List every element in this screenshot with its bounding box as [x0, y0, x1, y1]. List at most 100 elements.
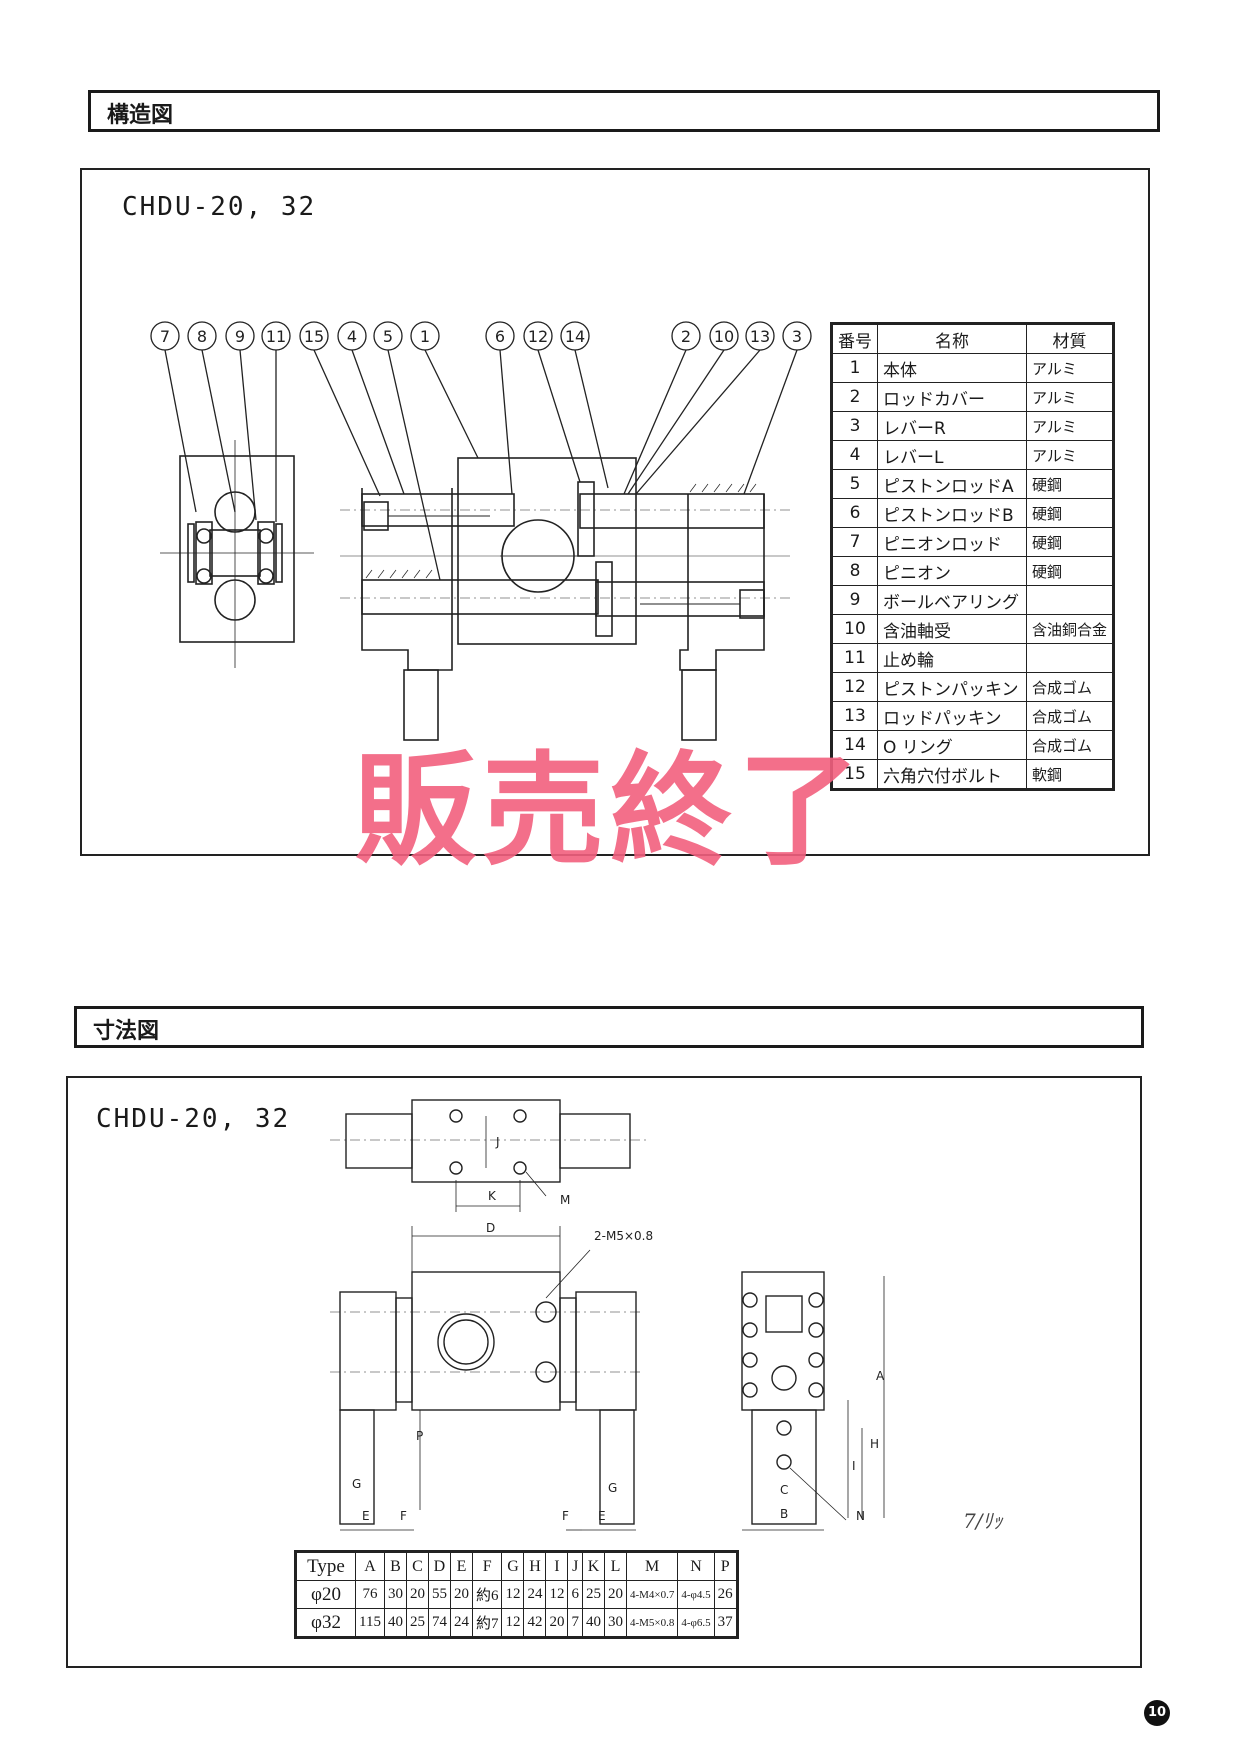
part-material	[1025, 643, 1115, 673]
part-name: レバーL	[877, 440, 1027, 470]
callout-number: 3	[792, 327, 802, 346]
part-no: 10	[831, 614, 878, 644]
part-material: 硬鋼	[1025, 527, 1115, 557]
part-name: O リング	[877, 730, 1027, 760]
dimensions-panel	[66, 1076, 1142, 1668]
part-material: 合成ゴム	[1025, 701, 1115, 731]
dim-label-G-left: G	[352, 1477, 361, 1491]
dim-label-G-right: G	[608, 1481, 617, 1495]
callout-balloon	[261, 321, 291, 351]
structure-section-title: 構造図	[107, 103, 174, 128]
part-name: ロッドパッキン	[877, 701, 1027, 731]
dim-cell: 30	[383, 1580, 407, 1609]
dim-label-E-right: E	[598, 1509, 606, 1523]
dim-cell: 4-M5×0.8	[625, 1608, 679, 1638]
page-number: 10	[1144, 1700, 1170, 1726]
callout-balloon	[150, 321, 180, 351]
callout-balloon	[671, 321, 701, 351]
dim-cell: 42	[523, 1608, 547, 1638]
dim-cell: 25	[581, 1580, 605, 1609]
callout-leader-line	[424, 349, 479, 459]
dimensions-section-header: 寸法図	[74, 1006, 1144, 1048]
callout-leader-line	[201, 349, 236, 513]
dim-cell: 約7	[471, 1608, 503, 1638]
tap-label: 2-M5×0.8	[594, 1229, 653, 1243]
dim-label-K: K	[488, 1189, 497, 1203]
part-material: 合成ゴム	[1025, 672, 1115, 702]
dim-cell: 40	[383, 1608, 407, 1638]
part-name: ピニオンロッド	[877, 527, 1027, 557]
front-section-drawing	[340, 457, 790, 741]
part-no: 14	[831, 730, 878, 760]
part-no: 2	[831, 382, 878, 412]
dim-cell: 約6	[471, 1580, 503, 1609]
part-no: 9	[831, 585, 878, 615]
part-name: 止め輪	[877, 643, 1027, 673]
parts-header-no: 番号	[831, 323, 878, 354]
dim-header-cell: D	[427, 1551, 451, 1581]
part-material: 硬鋼	[1025, 498, 1115, 528]
callout-number: 7	[160, 327, 170, 346]
callout-leader-line	[239, 349, 257, 521]
dim-cell: 7	[567, 1608, 583, 1638]
dim-label-M: M	[560, 1193, 570, 1207]
dimension-drawing: K M J D 2-M5×0.8 G G E F F E P	[330, 1099, 885, 1531]
callout-leader-line	[537, 349, 581, 483]
part-name: ピニオン	[877, 556, 1027, 586]
dim-cell: 4-φ4.5	[677, 1580, 715, 1609]
callout-number: 6	[495, 327, 505, 346]
dim-header-cell: I	[545, 1551, 569, 1581]
part-name: ピストンロッドB	[877, 498, 1027, 528]
callout-number: 5	[383, 327, 393, 346]
part-name: ボールベアリング	[877, 585, 1027, 615]
callout-leader-line	[351, 349, 405, 495]
part-name: レバーR	[877, 411, 1027, 441]
dim-cell: 24	[449, 1608, 473, 1638]
callout-balloon	[709, 321, 739, 351]
dim-label-A: A	[876, 1369, 885, 1383]
callout-leader-line	[627, 349, 725, 495]
side-view-dimension-drawing	[741, 1271, 885, 1531]
callout-leader-line	[623, 349, 687, 495]
dim-cell: 30	[603, 1608, 627, 1638]
callout-number: 2	[681, 327, 691, 346]
parts-header-material: 材質	[1025, 323, 1115, 354]
callout-leader-line	[743, 349, 798, 495]
dim-header-cell: E	[449, 1551, 473, 1581]
dim-label-H: H	[870, 1437, 879, 1451]
side-view-drawing	[160, 440, 314, 668]
part-material: アルミ	[1025, 411, 1115, 441]
dim-cell: 20	[449, 1580, 473, 1609]
callout-number: 4	[347, 327, 357, 346]
callout-leader-line	[499, 349, 513, 495]
callout-balloon	[225, 321, 255, 351]
part-material: 含油銅合金	[1025, 614, 1115, 644]
part-name: 六角穴付ボルト	[877, 759, 1027, 790]
part-material: 硬鋼	[1025, 469, 1115, 499]
dim-label-N: N	[856, 1509, 865, 1523]
callout-number: 9	[235, 327, 245, 346]
callout-leader-line	[574, 349, 609, 489]
part-no: 13	[831, 701, 878, 731]
dim-cell: 37	[713, 1608, 738, 1638]
dim-header-cell: J	[567, 1551, 583, 1581]
dim-cell: 25	[405, 1608, 429, 1638]
part-material: アルミ	[1025, 440, 1115, 470]
part-material	[1025, 585, 1115, 615]
dim-label-E-left: E	[362, 1509, 370, 1523]
dim-cell: φ32	[295, 1608, 356, 1638]
part-no: 4	[831, 440, 878, 470]
dim-cell: 4-M4×0.7	[625, 1580, 679, 1609]
dim-cell: 20	[545, 1608, 569, 1638]
dim-cell: 12	[545, 1580, 569, 1609]
part-no: 8	[831, 556, 878, 586]
callout-balloon	[337, 321, 367, 351]
